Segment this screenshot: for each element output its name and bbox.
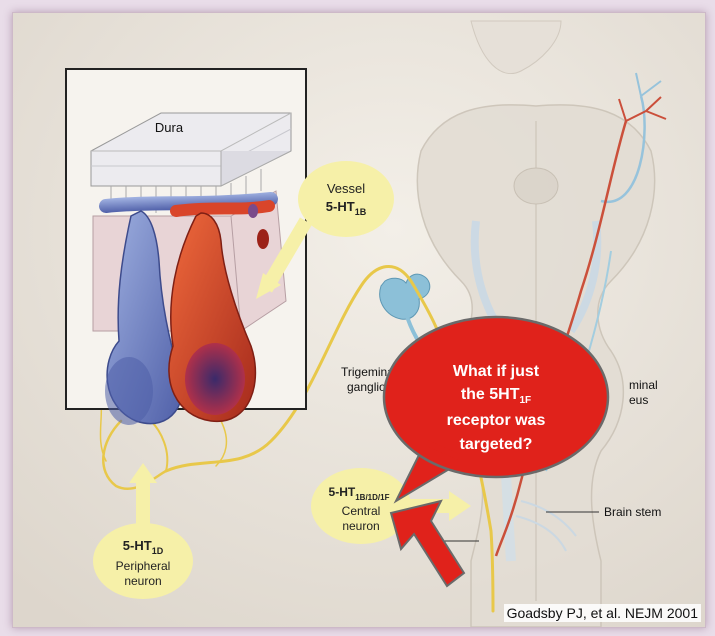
dura-label: Dura (155, 120, 184, 135)
trigeminal-nucleus-label-2: eus (629, 393, 648, 407)
callout-line4: targeted? (460, 436, 533, 453)
trigeminal-ganglion-label-2: ganglio (347, 380, 386, 394)
citation: Goadsby PJ, et al. NEJM 2001 (504, 604, 701, 622)
central-line3: neuron (342, 519, 379, 533)
peripheral-line3: neuron (124, 574, 161, 588)
vessel-line1: Vessel (327, 181, 365, 196)
trigeminal-nucleus-label-1: minal (629, 378, 658, 392)
callout-line1: What if just (453, 363, 540, 380)
peripheral-line2: Peripheral (116, 559, 171, 573)
central-line2: Central (342, 504, 381, 518)
callout-line3: receptor was (447, 412, 546, 429)
dura-inset (66, 69, 306, 425)
brain-stem-label: Brain stem (604, 505, 661, 519)
trigeminal-diagram: Vessel 5-HT1B 5-HT1D Peripheral neuron 5… (13, 13, 705, 627)
figure-frame: Vessel 5-HT1B 5-HT1D Peripheral neuron 5… (12, 12, 706, 628)
